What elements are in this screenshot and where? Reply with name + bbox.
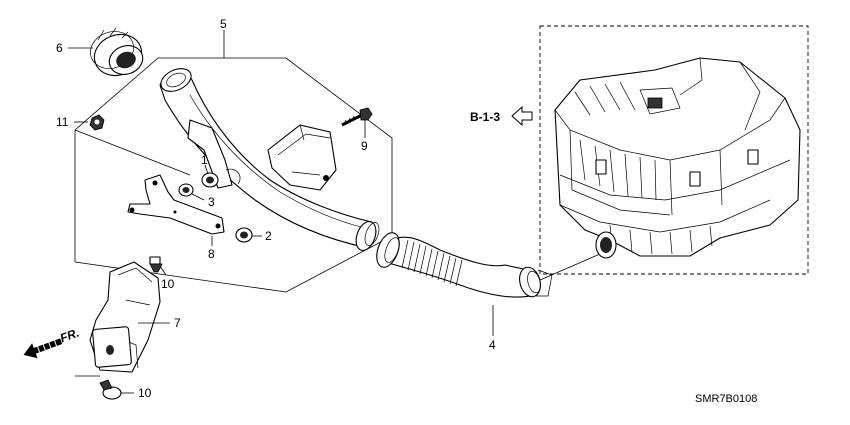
callout-3: 3 [208,195,215,209]
group-outline [74,57,393,293]
reference-label: B-1-3 [470,110,500,124]
part-4-hose [376,232,553,298]
diagram-code: SMR7B0108 [695,393,757,405]
part-6-ring [90,27,144,77]
part-8-bracket [127,174,225,235]
callout-7: 7 [174,316,181,330]
part-1-grommet [201,172,219,188]
part-7-lower-duct [89,261,161,373]
part-5-intake-duct [159,68,380,251]
part-10-clip-lower [99,379,122,400]
part-9-bolt [341,107,373,127]
callout-9: 9 [361,139,368,153]
part-2-grommet [235,227,253,243]
front-direction-label: FR. [58,326,81,346]
callout-10-upper: 10 [161,277,175,291]
callout-5: 5 [220,17,227,31]
callout-2: 2 [265,229,272,243]
air-cleaner-housing [554,57,801,259]
callout-1: 1 [201,153,208,167]
part-10-clip-upper [149,256,163,273]
reference-arrow-icon [511,105,533,127]
callout-11: 11 [56,115,69,129]
callout-10-lower: 10 [138,386,152,400]
part-11-nut [89,114,105,131]
callout-6: 6 [56,41,63,55]
air-cleaner-dashed-frame [539,25,809,275]
callout-4: 4 [489,338,496,352]
front-direction-arrow [23,338,63,359]
callout-8: 8 [208,247,215,261]
part-3-grommet [178,183,194,197]
